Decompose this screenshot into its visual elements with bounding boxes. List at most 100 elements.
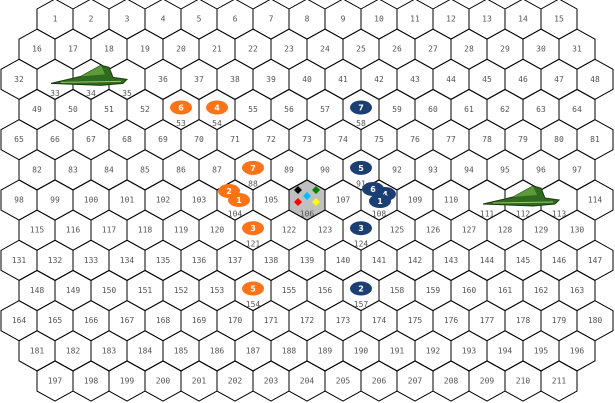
hex-number: 79 [518, 135, 528, 144]
hex-number: 203 [264, 377, 279, 386]
hex-number: 13 [482, 15, 492, 24]
hex-number: 144 [480, 256, 495, 265]
hex-number: 172 [300, 316, 315, 325]
hex-number: 96 [536, 165, 546, 174]
piece-token[interactable] [369, 194, 391, 209]
hex-number: 77 [446, 135, 456, 144]
hex-number: 27 [428, 45, 438, 54]
hex-number: 71 [230, 135, 240, 144]
hex-number: 111 [480, 210, 495, 219]
piece-token[interactable] [242, 160, 264, 175]
piece-token[interactable] [242, 221, 264, 236]
hex-number: 166 [84, 316, 99, 325]
piece-token[interactable] [350, 100, 372, 115]
hex-number: 193 [462, 346, 477, 355]
hex-number: 103 [192, 196, 207, 205]
center-marker-dot [294, 186, 302, 195]
hex-number: 99 [50, 196, 60, 205]
blue-piece-2[interactable]: 2 [350, 281, 372, 296]
hex-number: 95 [500, 165, 510, 174]
hex-number: 65 [14, 135, 24, 144]
hex-211[interactable] [540, 360, 578, 402]
hex-number: 93 [428, 165, 438, 174]
piece-token[interactable] [206, 100, 228, 115]
piece-token[interactable] [350, 281, 372, 296]
center-marker-dot [303, 192, 311, 201]
hex-number: 49 [32, 105, 42, 114]
hex-number: 128 [498, 226, 513, 235]
hex-number: 184 [138, 346, 153, 355]
ships-layer [50, 64, 561, 207]
hex-number: 66 [50, 135, 60, 144]
hex-number: 136 [192, 256, 207, 265]
piece-label: 3 [250, 224, 256, 233]
orange-piece-4[interactable]: 4 [206, 100, 228, 115]
hex-number: 119 [174, 226, 189, 235]
hex-number: 156 [318, 286, 333, 295]
hex-number: 92 [392, 165, 402, 174]
hex-number: 159 [426, 286, 441, 295]
piece-token[interactable] [228, 193, 250, 208]
hex-number: 18 [104, 45, 114, 54]
hex-number: 16 [32, 45, 42, 54]
orange-piece-6[interactable]: 6 [170, 100, 192, 115]
hex-number: 61 [464, 105, 474, 114]
hex-number: 85 [140, 165, 150, 174]
hex-number: 12 [446, 15, 456, 24]
hex-number: 158 [390, 286, 405, 295]
hex-number: 34 [86, 89, 96, 98]
hex-number: 132 [48, 256, 63, 265]
hex-number: 60 [428, 105, 438, 114]
hex-number: 68 [122, 135, 132, 144]
orange-piece-7[interactable]: 7 [242, 160, 264, 175]
hex-number: 26 [392, 45, 402, 54]
hex-number: 1 [53, 15, 58, 24]
hex-number: 126 [426, 226, 441, 235]
center-marker-dot [312, 186, 320, 195]
hex-number: 74 [338, 135, 348, 144]
green-ship-west-icon [50, 64, 129, 86]
hex-number: 43 [410, 75, 420, 84]
piece-token[interactable] [170, 100, 192, 115]
piece-token[interactable] [242, 281, 264, 296]
hex-number: 150 [102, 286, 117, 295]
orange-piece-5[interactable]: 5 [242, 281, 264, 296]
hex-number: 141 [372, 256, 387, 265]
blue-piece-5[interactable]: 5 [350, 160, 372, 175]
piece-token[interactable] [350, 221, 372, 236]
hex-number: 164 [12, 316, 27, 325]
hex-number: 87 [212, 165, 222, 174]
hex-number: 133 [84, 256, 99, 265]
orange-piece-1[interactable]: 1 [228, 193, 250, 208]
blue-piece-1[interactable]: 1 [369, 194, 391, 209]
hex-number: 17 [68, 45, 78, 54]
hex-number: 56 [284, 105, 294, 114]
blue-piece-7[interactable]: 7 [350, 100, 372, 115]
hex-number: 186 [210, 346, 225, 355]
hex-number: 140 [336, 256, 351, 265]
hex-number: 15 [554, 15, 564, 24]
hex-number: 42 [374, 75, 384, 84]
hex-cell[interactable] [540, 360, 578, 402]
hex-number: 90 [320, 165, 330, 174]
piece-token[interactable] [350, 160, 372, 175]
hex-number: 170 [228, 316, 243, 325]
hex-106[interactable] [288, 179, 326, 221]
hex-number: 116 [66, 226, 81, 235]
hex-number: 168 [156, 316, 171, 325]
hex-number: 130 [570, 226, 585, 235]
hex-number: 190 [354, 346, 369, 355]
hex-number: 6 [233, 15, 238, 24]
hex-number: 33 [50, 89, 60, 98]
blue-piece-3[interactable]: 3 [350, 221, 372, 236]
orange-piece-3[interactable]: 3 [242, 221, 264, 236]
piece-label: 7 [250, 164, 256, 173]
hex-number: 179 [552, 316, 567, 325]
hex-number: 200 [156, 377, 171, 386]
hex-number: 131 [12, 256, 27, 265]
hex-number: 59 [392, 105, 402, 114]
hex-number: 177 [480, 316, 495, 325]
